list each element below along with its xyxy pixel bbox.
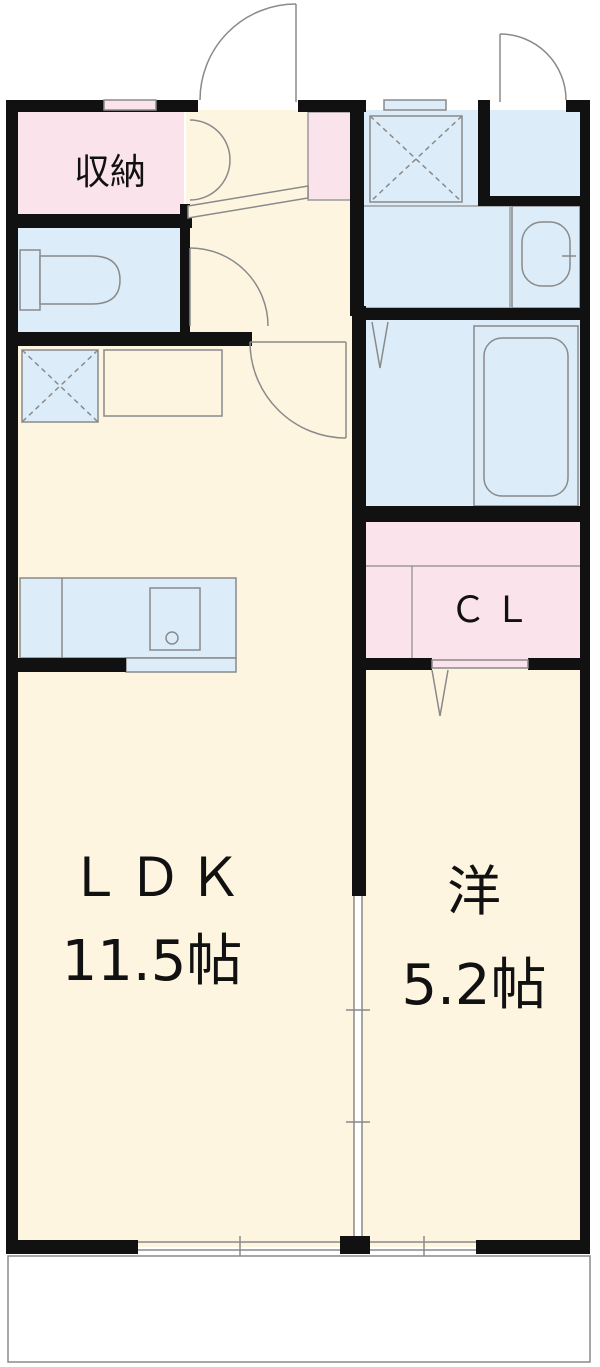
closet-label: ＣＬ: [450, 590, 538, 631]
shoe-cabinet: [307, 111, 353, 201]
storage-area: [16, 110, 184, 216]
closet-area: [362, 520, 584, 660]
closet-shelf: [366, 565, 580, 658]
balcony: [7, 1255, 591, 1363]
western-room-floor: [362, 667, 584, 1247]
ventilation-fan-ldk: [21, 349, 99, 423]
storage-label: 収納: [74, 152, 146, 193]
doors: [103, 3, 567, 1256]
ldk-floor: [16, 342, 354, 1247]
ldk-size-label: 11.5帖: [62, 929, 243, 994]
toilet: [19, 249, 121, 311]
ldk-name-label: ＬＤＫ: [68, 846, 248, 909]
kitchen-counter: [19, 577, 237, 673]
washbasin: [511, 205, 581, 309]
refrigerator-space: [103, 349, 223, 417]
bathtub: [473, 325, 579, 507]
western-room-name-label: 洋: [447, 860, 501, 923]
ventilation-fan-washroom: [369, 115, 463, 203]
western-room-size-label: 5.2帖: [401, 953, 546, 1018]
